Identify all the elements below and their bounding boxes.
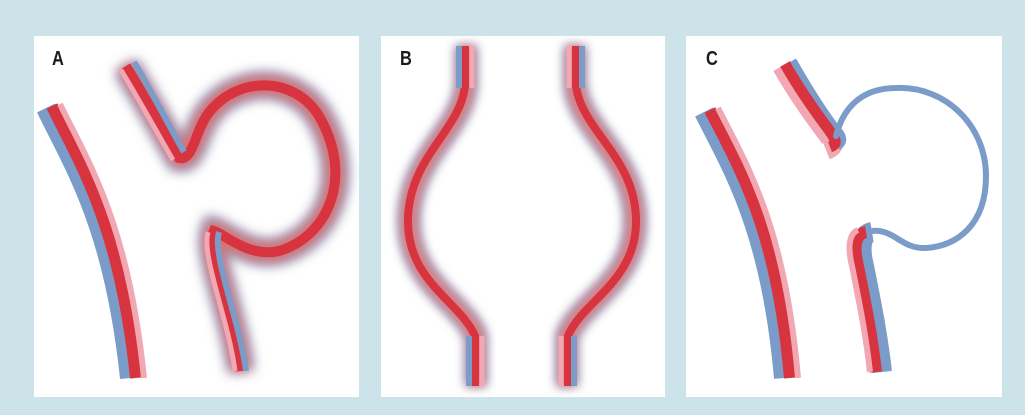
adventitia-sac (836, 88, 986, 248)
vessel-stub-upper (782, 62, 839, 150)
vessel-wall-right (561, 46, 636, 386)
fusiform-aneurysm-diagram (381, 36, 665, 397)
true-aneurysm-diagram (34, 36, 359, 397)
panel-a-true-aneurysm: A (34, 36, 359, 397)
aneurysm-sac (121, 62, 335, 371)
vessel-wall-left (408, 46, 482, 386)
pseudoaneurysm-diagram (686, 36, 1002, 397)
vessel-wall-left (46, 104, 144, 378)
vessel-wall-left (704, 108, 798, 378)
panel-b-fusiform-aneurysm: B (381, 36, 665, 397)
panel-c-pseudoaneurysm: C (686, 36, 1002, 397)
vessel-stub-lower (850, 230, 882, 372)
